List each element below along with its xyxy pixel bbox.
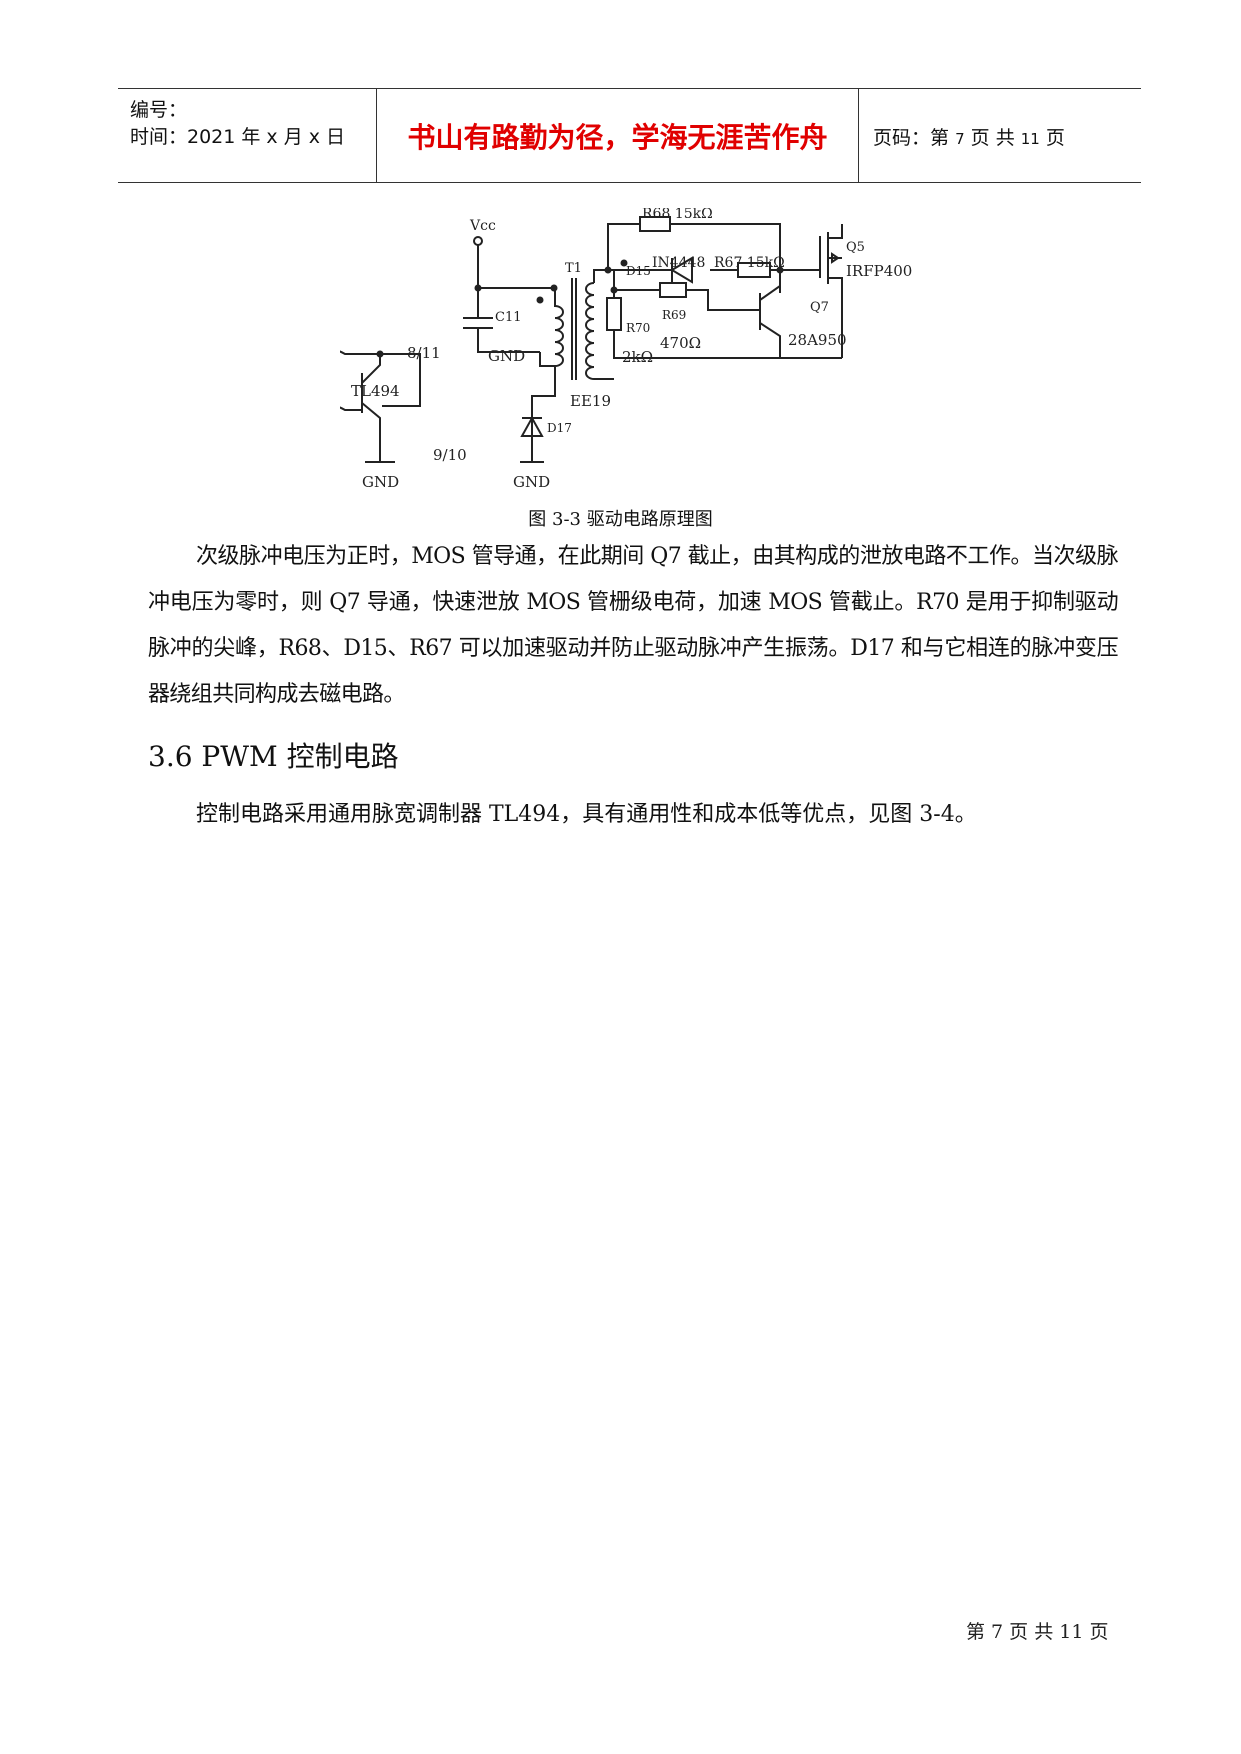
label-r67: R67 15kΩ <box>714 255 785 271</box>
label-c11: C11 <box>495 310 522 325</box>
header-motto-cell: 书山有路勤为径，学海无涯苦作舟 <box>377 89 859 182</box>
page-current: 7 <box>955 130 965 148</box>
page-label-suffix: 页 <box>1045 127 1065 149</box>
label-d15: D15 <box>626 264 651 278</box>
label-pin-8-11: 8/11 <box>407 344 441 362</box>
header-page-number: 页码：第 7 页 共 11 页 <box>873 123 1065 150</box>
label-tl494: TL494 <box>351 382 400 400</box>
label-r70: R70 <box>626 321 650 335</box>
label-pin-9-10: 9/10 <box>433 446 467 464</box>
header-motto: 书山有路勤为径，学海无涯苦作舟 <box>407 121 828 154</box>
page-label-mid: 页 共 <box>970 127 1015 149</box>
label-q5: Q5 <box>846 240 865 255</box>
body-paragraph-2: 控制电路采用通用脉宽调制器 TL494，具有通用性和成本低等优点，见图 3-4。 <box>196 802 977 827</box>
label-gnd-c11: GND <box>488 347 525 365</box>
page-footer: 第 7 页 共 11 页 <box>966 1621 1109 1643</box>
section-heading: 3.6 PWM 控制电路 <box>148 740 399 773</box>
header-page-cell: 页码：第 7 页 共 11 页 <box>859 89 1141 182</box>
page-label-prefix: 页码：第 <box>873 127 950 149</box>
label-r69-value: 470Ω <box>660 334 701 352</box>
label-vcc: Vcc <box>469 218 496 234</box>
label-irfp400: IRFP400 <box>846 262 912 280</box>
figure-caption: 图 3-3 驱动电路原理图 <box>528 509 713 530</box>
label-in4448: IN4448 <box>652 255 705 271</box>
label-gnd-tl494: GND <box>362 473 399 491</box>
label-t1: T1 <box>565 261 582 276</box>
document-time-label: 时间：2021 年 x 月 x 日 <box>130 126 346 148</box>
document-number-label: 编号： <box>130 99 188 121</box>
page-total: 11 <box>1020 130 1040 148</box>
label-q7: Q7 <box>810 300 829 315</box>
label-r70-value: 2kΩ <box>622 348 653 366</box>
page-header: 编号： 时间：2021 年 x 月 x 日 书山有路勤为径，学海无涯苦作舟 页码… <box>118 88 1141 183</box>
label-r68: R68 15kΩ <box>642 208 713 222</box>
header-info-cell: 编号： 时间：2021 年 x 月 x 日 <box>118 89 377 182</box>
label-r69: R69 <box>662 308 686 322</box>
label-q7-part: 28A950 <box>788 331 847 349</box>
body-paragraph-1: 次级脉冲电压为正时，MOS 管导通，在此期间 Q7 截止，由其构成的泄放电路不工… <box>148 544 1119 707</box>
label-ee19: EE19 <box>570 392 611 410</box>
label-gnd-d17: GND <box>513 473 550 491</box>
drive-circuit-schematic: Vcc C11 GND 8/11 TL494 9/10 GND GND T1 E… <box>340 208 912 491</box>
label-d17: D17 <box>547 421 572 435</box>
